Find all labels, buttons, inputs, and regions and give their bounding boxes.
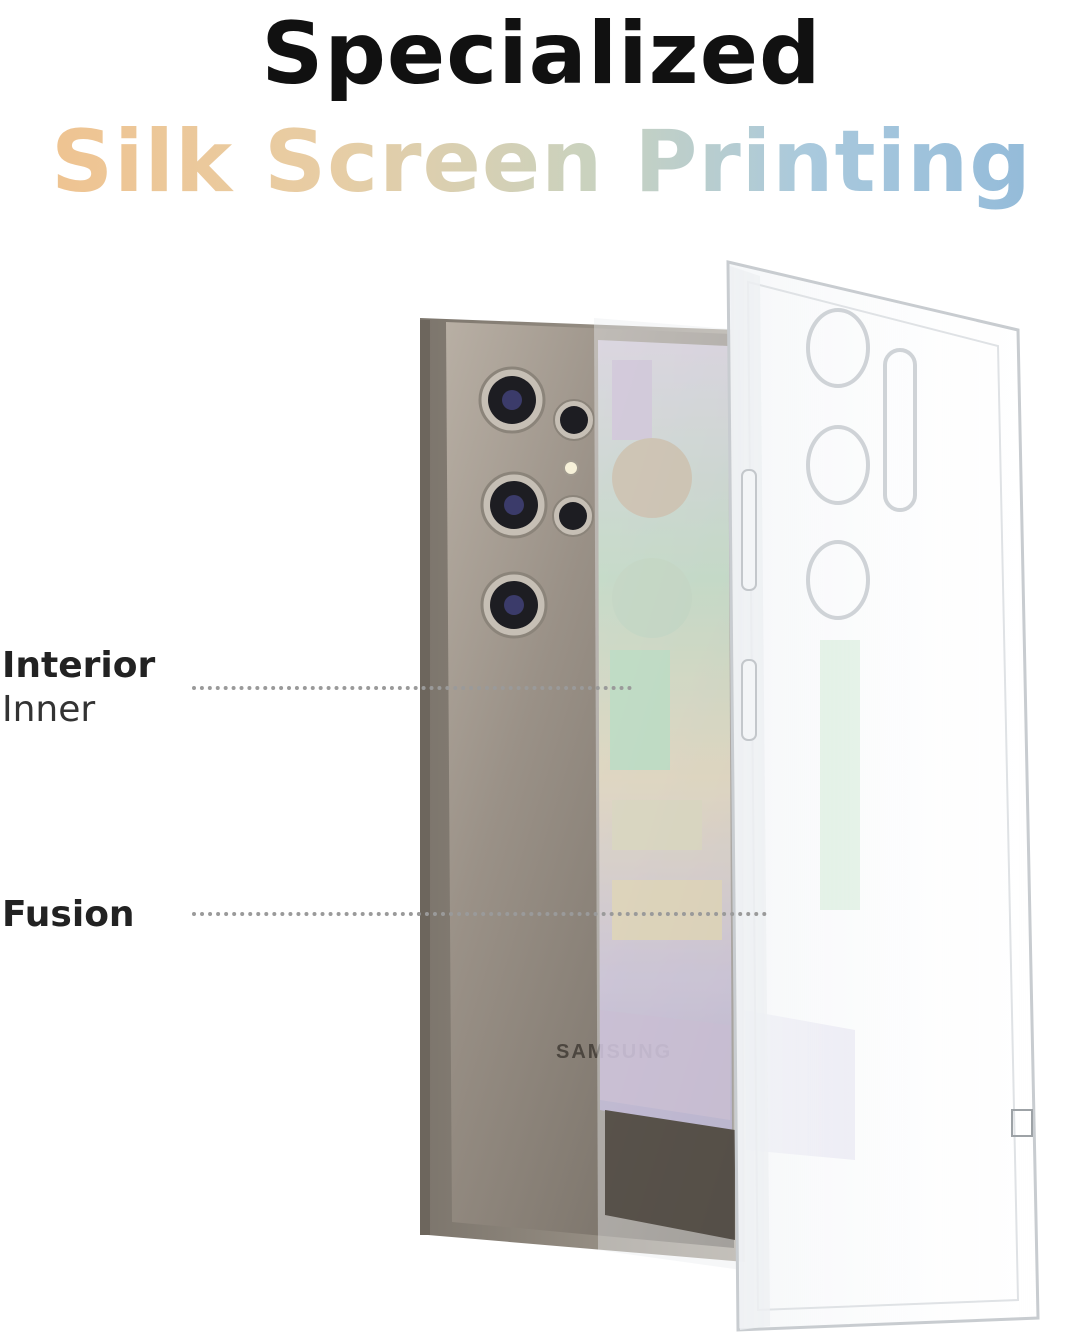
headline-subtitle: Silk Screen Printing (0, 112, 1083, 212)
camera-icon (478, 366, 595, 639)
interior-callout: Interior Inner (2, 644, 155, 732)
inner-label: Inner (2, 689, 96, 730)
fusion-label: Fusion (2, 894, 135, 935)
fusion-callout: Fusion (2, 893, 135, 937)
interior-label: Interior (2, 645, 156, 686)
headline-title: Specialized (261, 4, 822, 104)
clear-case (726, 260, 1040, 1332)
print-film (594, 318, 855, 1270)
interior-leader-line (192, 686, 632, 690)
fusion-leader-line (192, 912, 767, 916)
